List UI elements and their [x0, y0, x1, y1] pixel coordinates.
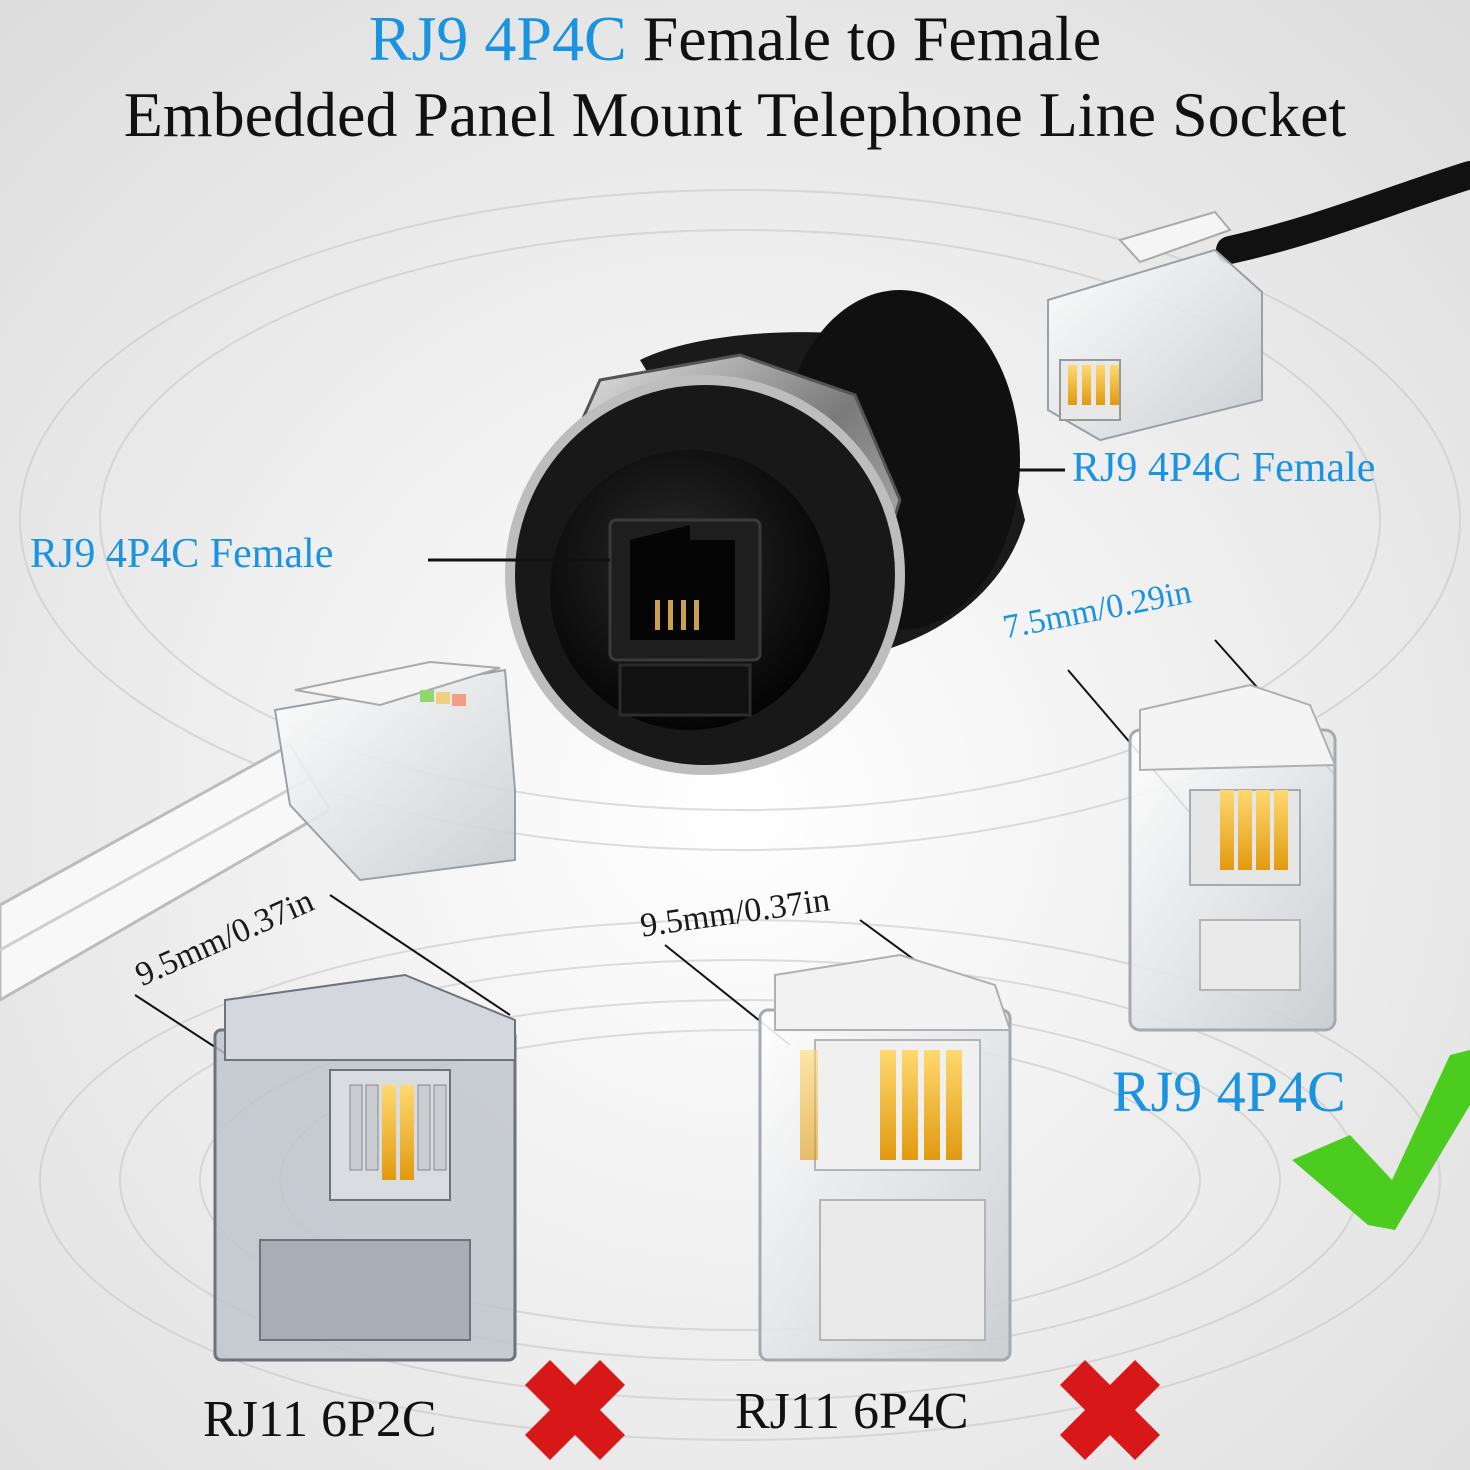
left-female-label: RJ9 4P4C Female — [30, 531, 334, 577]
page-title-line-2: Embedded Panel Mount Telephone Line Sock… — [123, 79, 1347, 150]
black-cable — [1216, 161, 1470, 264]
rj9-plug-top-right — [1047, 210, 1263, 442]
page-title-line-1: RJ9 4P4C Female to Female — [0, 2, 1470, 76]
cross-mark-icon — [1060, 1360, 1160, 1460]
rj11-6p2c-plug — [213, 973, 517, 1362]
flat-cable-with-plug — [0, 660, 516, 1002]
background-swirl — [19, 189, 1461, 1441]
title-rest: Female to Female — [626, 3, 1102, 74]
rj11-6p4c-label: RJ11 6P4C — [735, 1383, 969, 1440]
rj11-6p4c-plug — [758, 953, 1012, 1362]
rj9-label: RJ9 4P4C — [1112, 1059, 1346, 1124]
check-mark-icon — [1292, 1050, 1470, 1230]
rj11-6p2c-label: RJ11 6P2C — [203, 1391, 437, 1448]
cross-mark-icon — [525, 1360, 625, 1460]
panel-mount-socket — [505, 290, 1025, 775]
title-highlight: RJ9 4P4C — [368, 3, 627, 74]
right-female-label: RJ9 4P4C Female — [1072, 445, 1376, 491]
rj9-plug — [1128, 683, 1337, 1032]
